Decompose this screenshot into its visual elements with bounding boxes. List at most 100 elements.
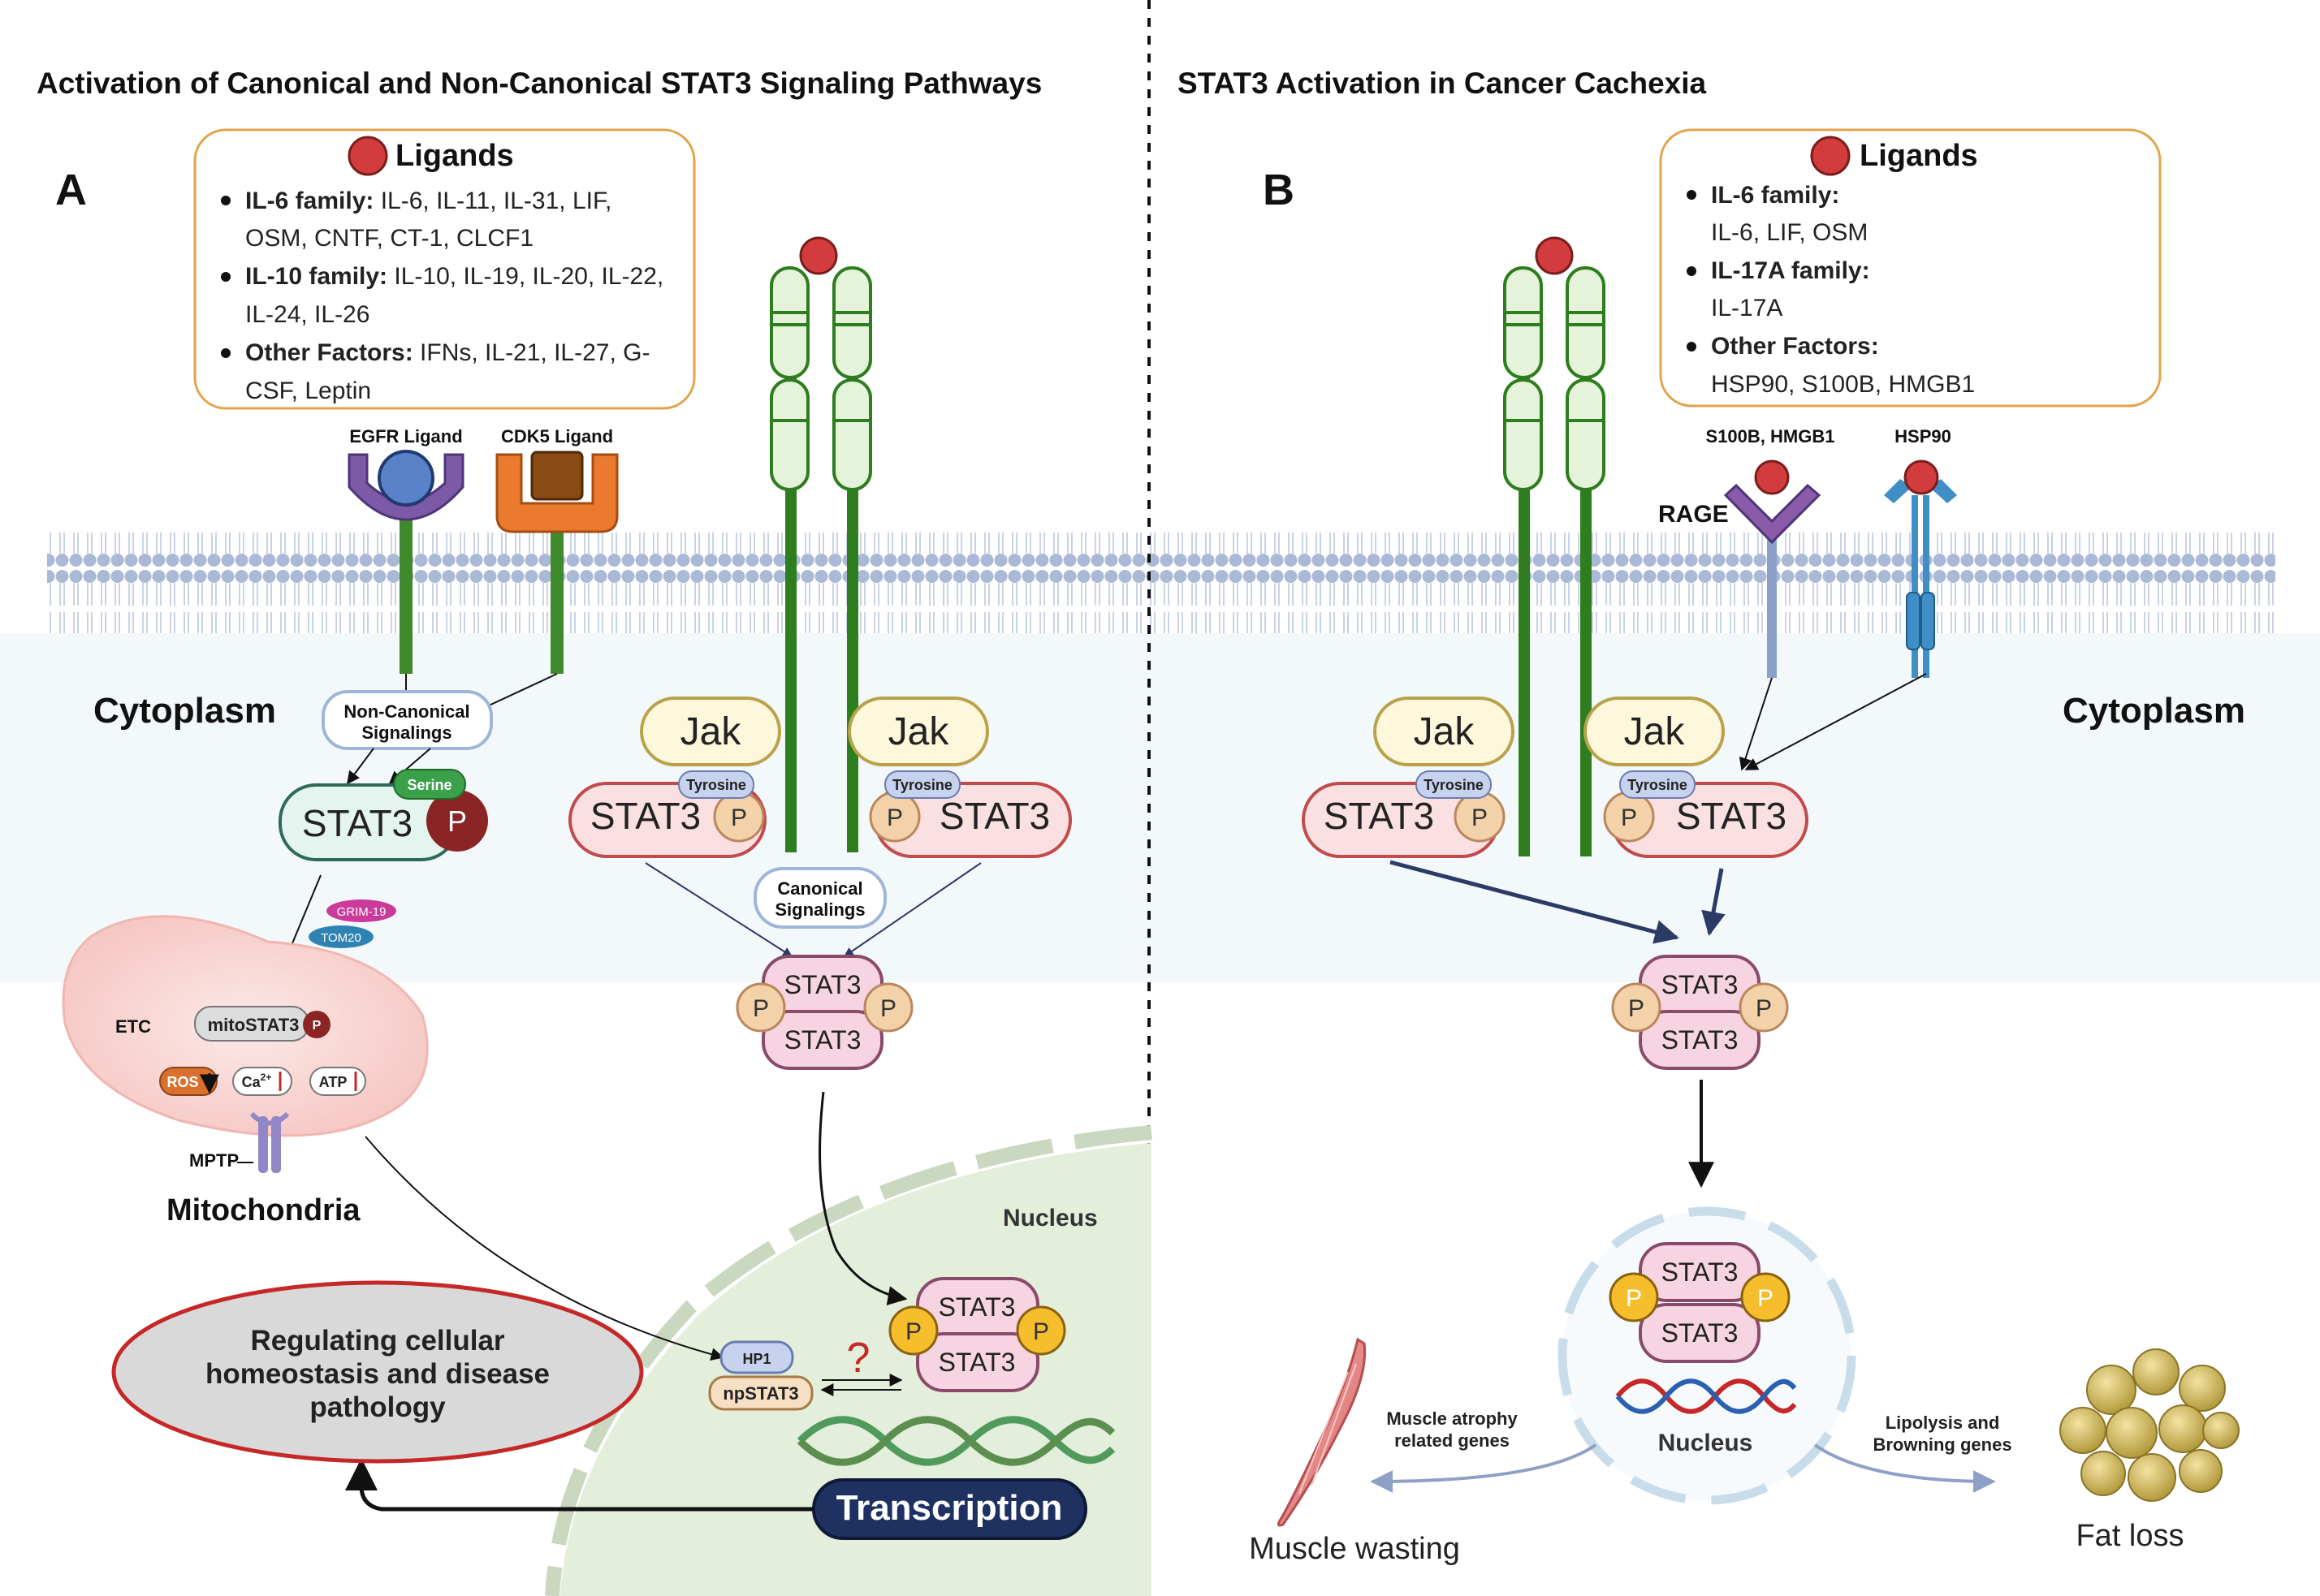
tyrosine-label: Tyrosine (1627, 777, 1687, 793)
egfr-receptor: EGFR Ligand (348, 426, 464, 674)
p-label: P (887, 804, 903, 831)
stat3-label: STAT3 (590, 795, 701, 837)
ligand-line-b6: HSP90, S100B, HMGB1 (1711, 371, 1975, 398)
ligand-line-b1: IL-6 family: (1711, 182, 1839, 209)
nucleus-label-b: Nucleus (1658, 1430, 1753, 1456)
non-canonical-signaling-node: Non-Canonical Signalings (322, 690, 493, 750)
stat3-dimer-nucleus-a: STAT3 STAT3 P P (888, 1277, 1066, 1392)
jak-label: Jak (1624, 710, 1686, 753)
transcription-label: Transcription (836, 1488, 1063, 1528)
stat3-label: STAT3 (1661, 1257, 1739, 1287)
hp1-label: HP1 (742, 1351, 771, 1367)
mptp-channel (249, 1111, 290, 1173)
phospho-p-icon (426, 790, 488, 852)
jak-stat3-left-a: STAT3 P Jak Tyrosine (568, 697, 781, 858)
ca-badge: Ca2+ (232, 1067, 292, 1096)
transcription-badge: Transcription (812, 1478, 1087, 1540)
panel-a-title: Activation of Canonical and Non-Canonica… (37, 67, 1042, 100)
canonical-line2: Signalings (775, 899, 865, 920)
stat3-serine-phospho: STAT3 P Serine (279, 769, 488, 861)
panel-b-title: STAT3 Activation in Cancer Cachexia (1177, 67, 1707, 100)
outcome-line1: Regulating cellular (250, 1325, 504, 1357)
s100b-label: S100B, HMGB1 (1706, 426, 1835, 446)
ligand-line-a1: IL-6 family: IL-6, IL-11, IL-31, LIF, (245, 188, 611, 214)
tyrosine-label: Tyrosine (892, 777, 953, 793)
canonical-line1: Canonical (777, 878, 862, 899)
serine-label: Serine (407, 777, 451, 793)
muscle-genes-line1: Muscle atrophy (1386, 1408, 1518, 1429)
stat3-label: STAT3 (1661, 970, 1739, 999)
s100b-ligand-icon (1754, 459, 1790, 495)
tom20-label: TOM20 (321, 931, 361, 945)
p-label: P (880, 995, 896, 1022)
canonical-signaling-node: Canonical Signalings (754, 867, 887, 929)
jak-label: Jak (888, 710, 950, 753)
p-label: P (1628, 995, 1644, 1022)
tyrosine-label: Tyrosine (1424, 777, 1484, 793)
p-label: P (447, 804, 467, 838)
egfr-ligand-label: EGFR Ligand (349, 426, 462, 446)
atp-badge: ATP (309, 1067, 366, 1096)
ligands-title-a: Ligands (395, 139, 514, 173)
ligand-line-a5: Other Factors: IFNs, IL-21, IL-27, G- (245, 339, 650, 366)
hp1-npstat3: HP1 npSTAT3 (708, 1340, 814, 1411)
mito-p-label: P (313, 1019, 322, 1033)
ligands-title-b: Ligands (1860, 139, 1978, 173)
ligand-line-a2: OSM, CNTF, CT-1, CLCF1 (245, 225, 534, 252)
stat3-label: STAT3 (939, 1292, 1016, 1322)
jak-stat3-right-a: STAT3 P Jak Tyrosine (848, 697, 1072, 858)
stat3-dimer-a: STAT3 STAT3 P P (736, 955, 914, 1070)
cytokine-ligand-icon (1535, 236, 1574, 275)
p-label: P (1756, 995, 1772, 1022)
non-canonical-line1: Non-Canonical (343, 701, 469, 722)
egfr-ligand-icon (378, 450, 434, 507)
stat3-label: STAT3 (784, 1025, 862, 1055)
jak-label: Jak (680, 710, 742, 753)
muscle-wasting-label: Muscle wasting (1249, 1532, 1460, 1566)
cdk5-ligand-label: CDK5 Ligand (501, 426, 613, 446)
cytoplasm-label-a: Cytoplasm (93, 691, 276, 731)
stat3-label: STAT3 (1661, 1318, 1739, 1348)
cdk5-receptor: CDK5 Ligand (495, 426, 619, 674)
mito-stat3-label: mitoSTAT3 (208, 1015, 300, 1035)
stat3-label: STAT3 (1676, 795, 1786, 837)
cytokine-receptor-b (1503, 236, 1605, 856)
hsp90-label: HSP90 (1894, 426, 1951, 446)
stat3-label: STAT3 (1661, 1025, 1739, 1055)
ligand-dot-icon (1810, 136, 1851, 176)
membrane-band (47, 533, 2275, 633)
fat-loss-label: Fat loss (2076, 1519, 2184, 1553)
lipo-genes-line1: Lipolysis and (1886, 1413, 2000, 1433)
non-canonical-line2: Signalings (361, 723, 451, 743)
cytokine-receptor-a (770, 236, 872, 852)
p-label: P (753, 995, 769, 1022)
outcome-ellipse: Regulating cellular homeostasis and dise… (111, 1280, 644, 1464)
stat3-label: STAT3 (1324, 795, 1434, 837)
cytokine-ligand-icon (799, 236, 838, 275)
ros-label: ROS (166, 1074, 198, 1090)
rage-receptor (1723, 459, 1821, 678)
outcome-line3: pathology (309, 1391, 446, 1423)
jak-stat3-right-b: STAT3 P Jak Tyrosine (1583, 697, 1808, 858)
cytoplasm-label-b: Cytoplasm (2063, 691, 2245, 731)
grim19-tom20: GRIM-19 TOM20 (309, 899, 396, 948)
dna-helix-b-icon (1615, 1378, 1797, 1414)
ros-badge: ROS (159, 1067, 219, 1096)
p-label: P (1033, 1318, 1049, 1345)
stat3-label: STAT3 (940, 795, 1050, 837)
dna-helix-icon (797, 1416, 1116, 1466)
ligands-box-b: Ligands IL-6 family: IL-6, LIF, OSM IL-1… (1659, 128, 2162, 408)
mptp-label: MPTP (189, 1150, 239, 1171)
ligand-line-a6: CSF, Leptin (245, 377, 371, 404)
nucleus-b-envelope (1557, 1206, 1856, 1505)
ligand-line-b2: IL-6, LIF, OSM (1711, 219, 1868, 246)
stat3-label: STAT3 (939, 1348, 1016, 1377)
stat3-label: STAT3 (784, 970, 862, 999)
rage-label: RAGE (1658, 501, 1729, 528)
tyrosine-label: Tyrosine (686, 777, 746, 793)
mitochondria-label: Mitochondria (166, 1193, 361, 1227)
equilibrium-arrows (820, 1374, 903, 1396)
muscle-genes-line2: related genes (1394, 1430, 1510, 1451)
ligand-line-b3: IL-17A family: (1711, 257, 1870, 284)
